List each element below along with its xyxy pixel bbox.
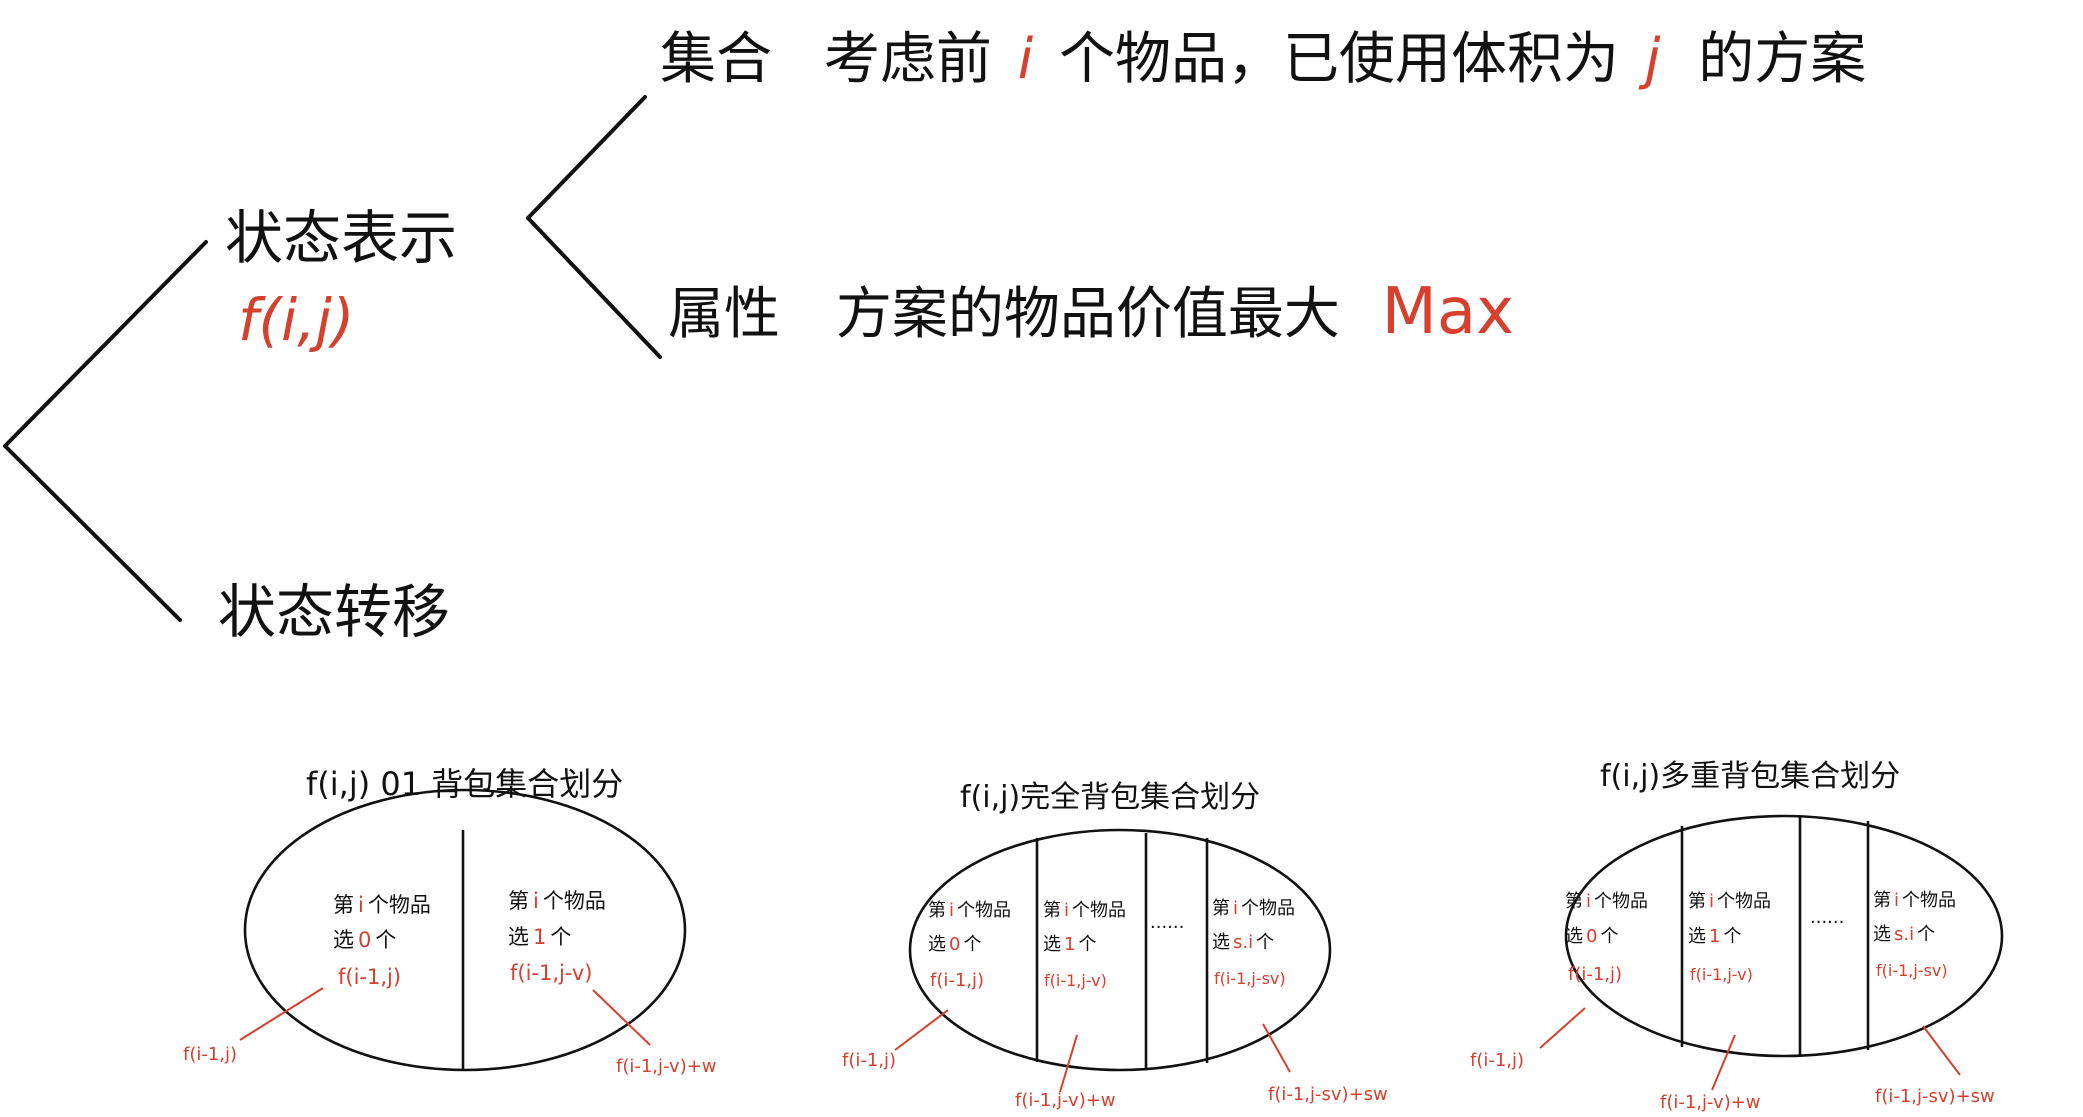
callout-line-left <box>239 987 324 1041</box>
tree-branches <box>3 95 662 622</box>
state-transfer-label: 状态转移 <box>218 578 450 646</box>
panel-zero-one-title: f(i,j) 01 背包集合划分 <box>306 765 623 803</box>
svg-text:选1个: 选1个 <box>1043 934 1096 955</box>
svg-text:f(i-1,j): f(i-1,j) <box>1568 964 1622 985</box>
svg-text:选s.i个: 选s.i个 <box>1212 932 1274 953</box>
set-var-j: j <box>1638 27 1661 92</box>
callout-line-2 <box>1059 1034 1078 1093</box>
branch-state-lower <box>526 216 662 359</box>
state-fij-label: f(i,j) <box>238 286 354 354</box>
branch-root-upper <box>3 240 208 448</box>
svg-text:选0个: 选0个 <box>333 928 396 952</box>
set-row: 集合 考虑前 i 个物品，已使用体积为 j 的方案 <box>660 27 1866 92</box>
set-label: 集合 <box>660 27 772 92</box>
set-ellipse <box>1564 814 2004 1058</box>
ellipsis-dots: ...... <box>1150 912 1184 933</box>
attr-max: Max <box>1382 275 1514 349</box>
callout-1: f(i-1,j) <box>842 1050 896 1071</box>
callout-3: f(i-1,j-sv)+sw <box>1875 1086 1995 1107</box>
attr-desc: 方案的物品价值最大 <box>836 282 1340 347</box>
state-repr-label: 状态表示 <box>225 204 457 272</box>
set-desc-2: 个物品，已使用体积为 <box>1059 27 1619 92</box>
svg-text:f(i-1,j): f(i-1,j) <box>338 965 401 989</box>
branch-root-lower <box>3 444 182 622</box>
callout-2: f(i-1,j-v)+w <box>1660 1092 1761 1113</box>
svg-text:选1个: 选1个 <box>508 925 571 949</box>
svg-text:f(i-1,j): f(i-1,j) <box>930 970 984 991</box>
callout-line-3 <box>1922 1025 1961 1076</box>
svg-text:f(i-1,j-v): f(i-1,j-v) <box>1044 971 1107 990</box>
svg-text:选0个: 选0个 <box>1565 926 1618 947</box>
set-desc-1: 考虑前 <box>824 27 992 92</box>
svg-text:选s.i个: 选s.i个 <box>1873 924 1935 945</box>
svg-text:f(i-1,j-sv): f(i-1,j-sv) <box>1214 969 1286 988</box>
set-ellipse <box>243 788 687 1072</box>
svg-text:选0个: 选0个 <box>928 934 981 955</box>
attr-label: 属性 <box>668 282 780 347</box>
callout-line-3 <box>1262 1023 1291 1073</box>
set-ellipse <box>908 828 1332 1072</box>
callout-2: f(i-1,j-v)+w <box>1015 1090 1116 1111</box>
callout-1: f(i-1,j) <box>1470 1050 1524 1071</box>
svg-text:选1个: 选1个 <box>1688 926 1741 947</box>
set-desc-3: 的方案 <box>1698 27 1866 92</box>
callout-line-2 <box>1711 1034 1736 1091</box>
callout-right: f(i-1,j-v)+w <box>616 1056 717 1077</box>
branch-state-upper <box>526 95 647 220</box>
panel-multiple-title: f(i,j)多重背包集合划分 <box>1600 759 1900 794</box>
callout-line-right <box>592 989 651 1046</box>
callout-3: f(i-1,j-sv)+sw <box>1268 1084 1388 1105</box>
callout-left: f(i-1,j) <box>183 1044 237 1065</box>
ellipsis-dots: ...... <box>1810 907 1844 928</box>
svg-text:f(i-1,j-sv): f(i-1,j-sv) <box>1876 961 1948 980</box>
svg-text:f(i-1,j-v): f(i-1,j-v) <box>1690 965 1753 984</box>
callout-line-1 <box>894 1009 949 1051</box>
svg-text:f(i-1,j-v): f(i-1,j-v) <box>510 961 593 985</box>
panel-complete-title: f(i,j)完全背包集合划分 <box>960 780 1260 815</box>
attr-row: 属性 方案的物品价值最大 Max <box>668 275 1514 349</box>
callout-line-1 <box>1539 1007 1586 1049</box>
set-var-i: i <box>1018 27 1034 92</box>
